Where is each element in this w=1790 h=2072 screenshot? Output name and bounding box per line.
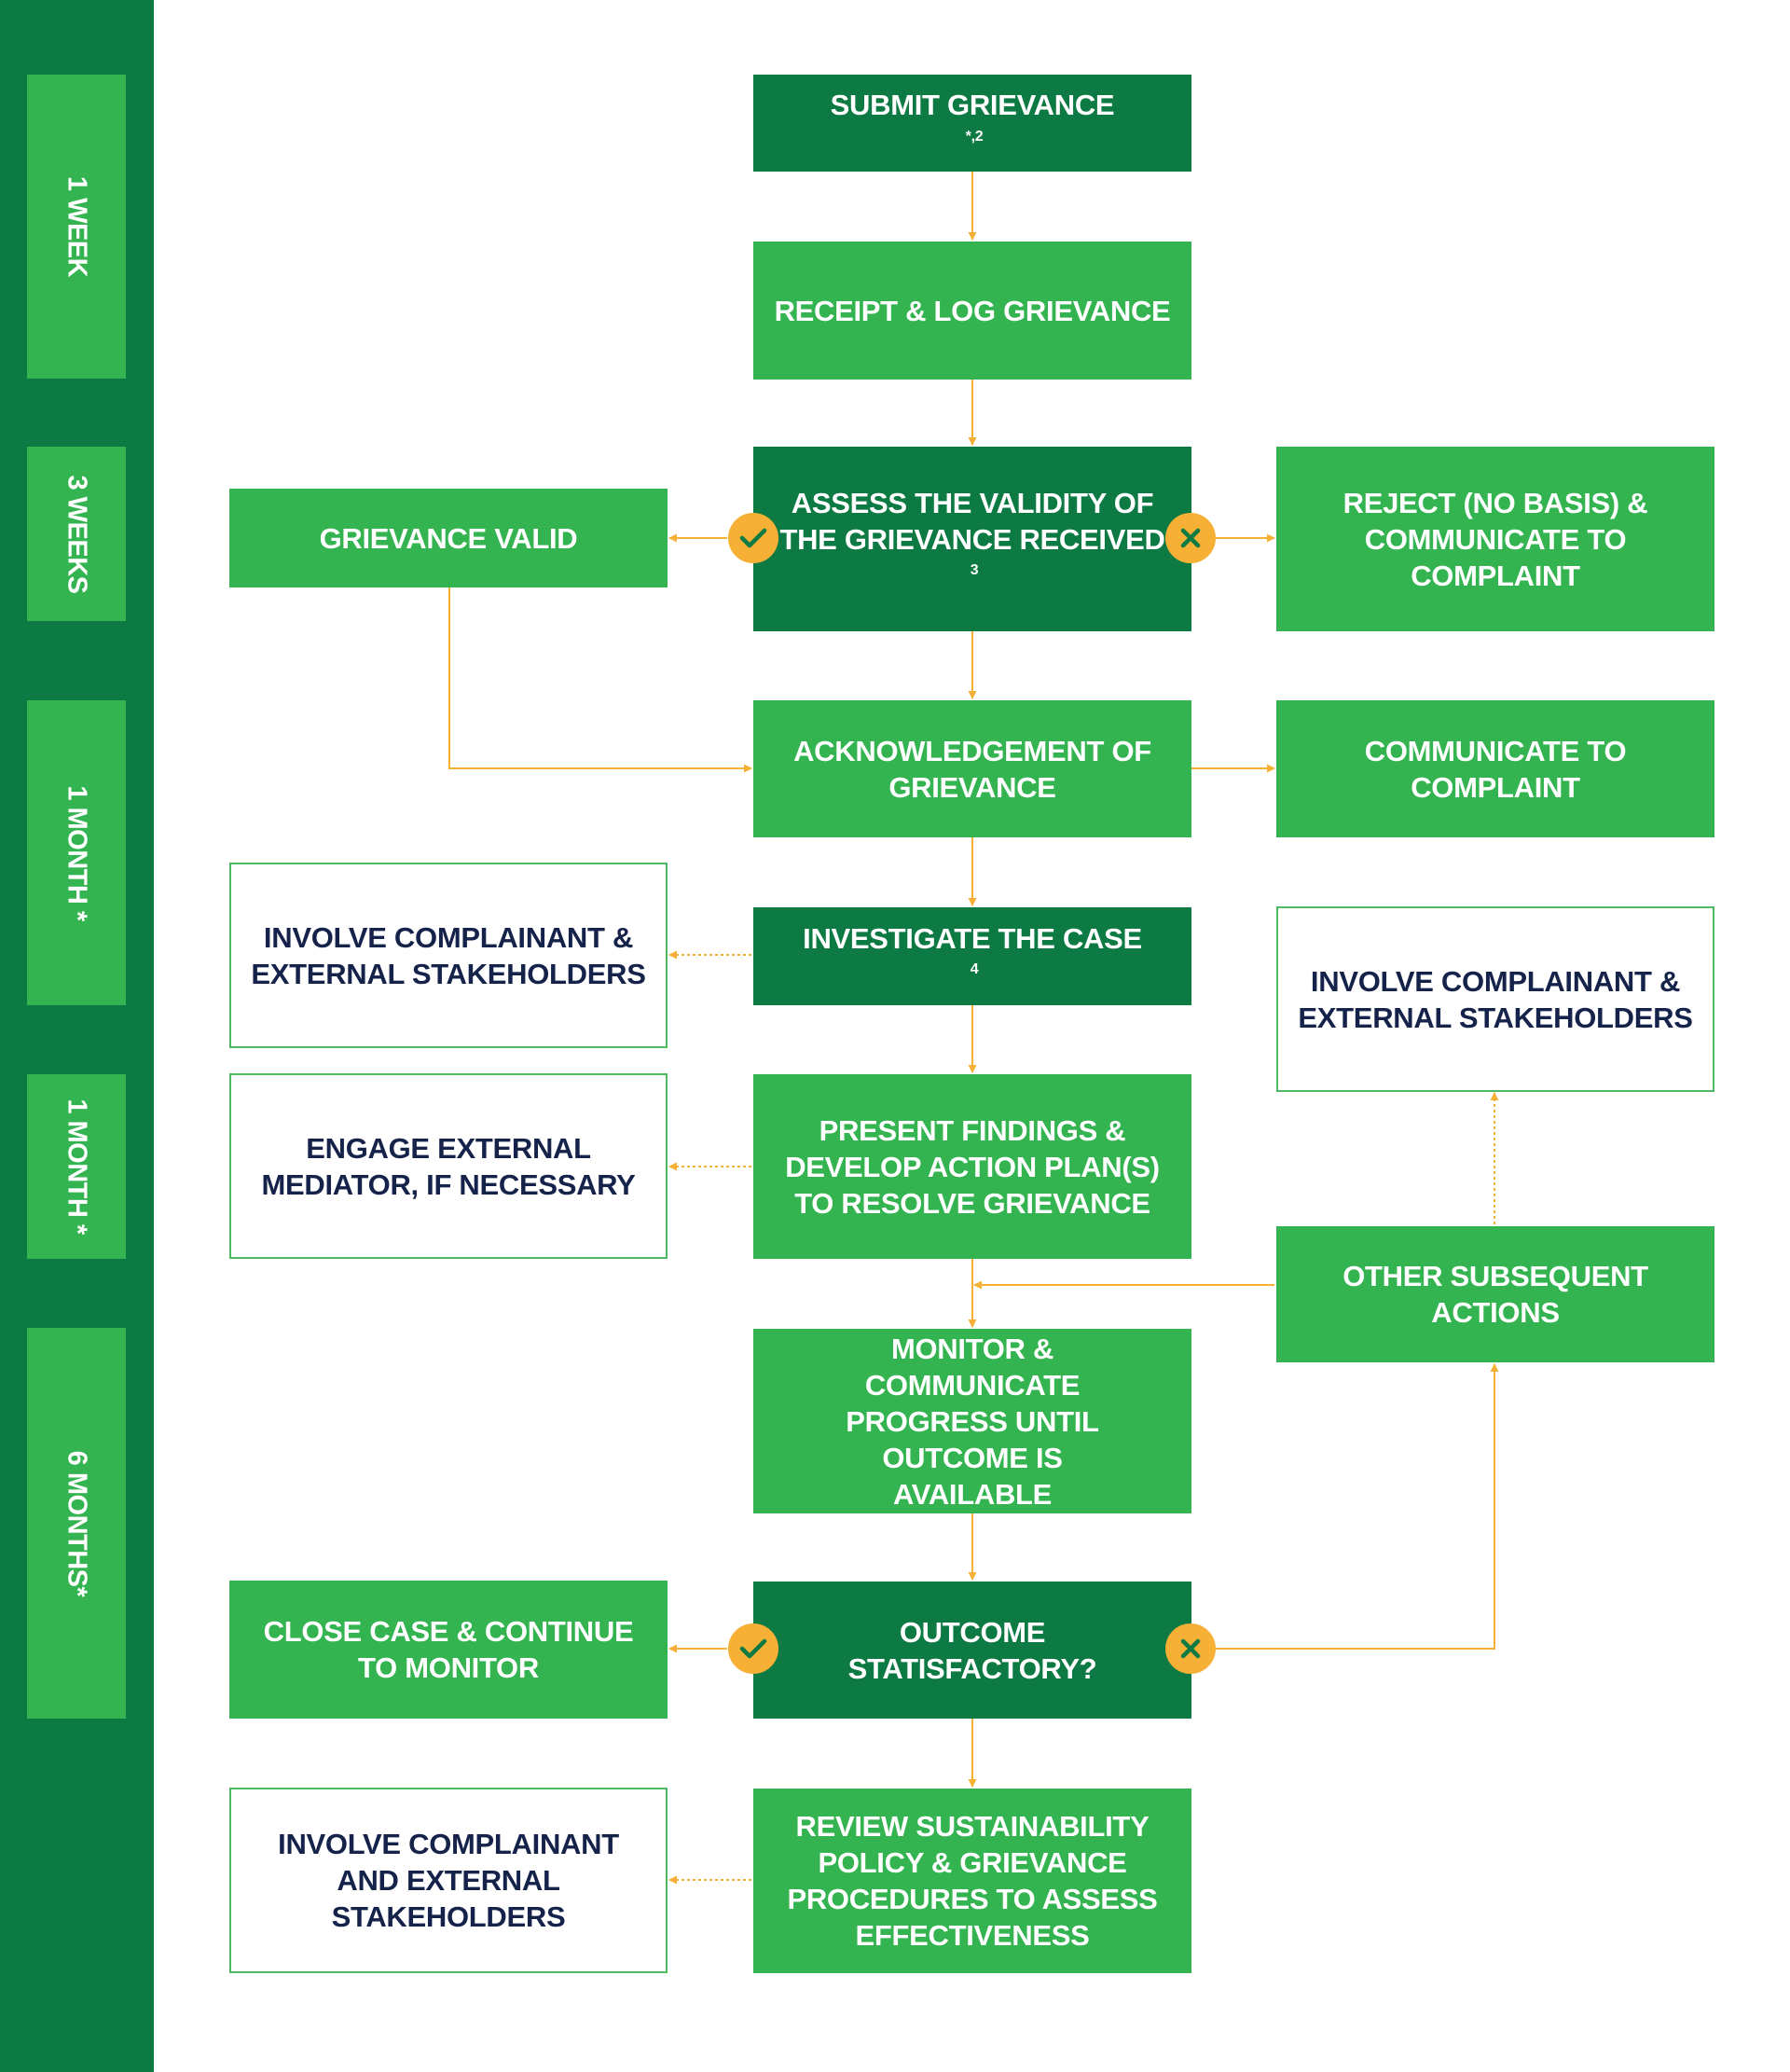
- edge-valid-acknowledge: [448, 587, 752, 773]
- timeline-week-1: 1 WEEK: [27, 75, 126, 379]
- node-grievance-valid: GRIEVANCE VALID: [229, 489, 668, 587]
- node-engage-mediator: ENGAGE EXTERNAL MEDIATOR, IF NECESSARY: [229, 1073, 668, 1259]
- node-involve-stakeholders-1: INVOLVE COMPLAINANT & EXTERNAL STAKEHOLD…: [229, 863, 668, 1048]
- x-icon: [1165, 513, 1216, 563]
- timeline-sidebar: 1 WEEK 3 WEEKS 1 MONTH * 1 MONTH * 6 MON…: [0, 0, 154, 2072]
- node-receipt-log: RECEIPT & LOG GRIEVANCE: [753, 242, 1191, 380]
- check-icon: [728, 513, 778, 563]
- node-outcome-satisfactory: OUTCOME STATISFACTORY?: [753, 1582, 1191, 1719]
- node-present-findings: PRESENT FINDINGS & DEVELOP ACTION PLAN(S…: [753, 1074, 1191, 1259]
- node-assess-validity: ASSESS THE VALIDITY OF THE GRIEVANCE REC…: [753, 447, 1191, 631]
- node-communicate-complaint: COMMUNICATE TO COMPLAINT: [1276, 700, 1714, 837]
- node-monitor-communicate: MONITOR & COMMUNICATE PROGRESS UNTIL OUT…: [753, 1329, 1191, 1513]
- node-other-actions: OTHER SUBSEQUENT ACTIONS: [1276, 1226, 1714, 1362]
- node-review-policy: REVIEW SUSTAINABILITY POLICY & GRIEVANCE…: [753, 1789, 1191, 1973]
- edge-outcome-other-actions: [1215, 1363, 1499, 1650]
- timeline-months-6: 6 MONTHS*: [27, 1328, 126, 1719]
- node-reject: REJECT (NO BASIS) & COMMUNICATE TO COMPL…: [1276, 447, 1714, 631]
- node-involve-stakeholders-right: INVOLVE COMPLAINANT & EXTERNAL STAKEHOLD…: [1276, 906, 1714, 1092]
- node-involve-stakeholders-2: INVOLVE COMPLAINANT AND EXTERNAL STAKEHO…: [229, 1788, 668, 1973]
- timeline-month-1a: 1 MONTH *: [27, 700, 126, 1005]
- check-icon: [728, 1623, 778, 1674]
- timeline-month-1b: 1 MONTH *: [27, 1074, 126, 1259]
- node-submit-grievance: SUBMIT GRIEVANCE*,2: [753, 75, 1191, 172]
- node-close-case: CLOSE CASE & CONTINUE TO MONITOR: [229, 1581, 668, 1719]
- x-icon: [1165, 1623, 1216, 1674]
- timeline-weeks-3: 3 WEEKS: [27, 447, 126, 621]
- node-acknowledgement: ACKNOWLEDGEMENT OF GRIEVANCE: [753, 700, 1191, 837]
